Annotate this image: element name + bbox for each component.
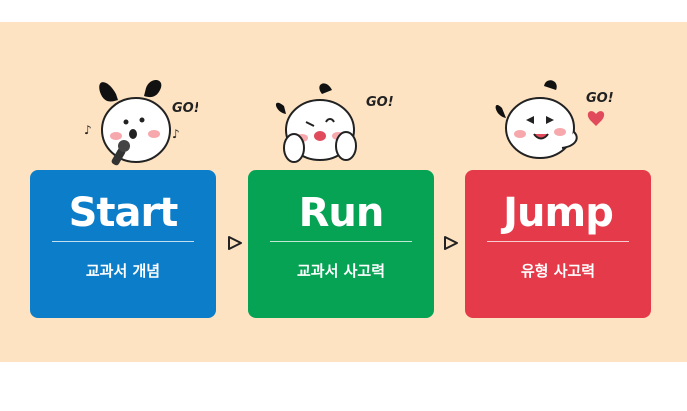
run-subtitle: 교과서 사고력	[296, 262, 386, 280]
go-caption: GO!	[366, 95, 394, 110]
start-subtitle: 교과서 개념	[85, 262, 161, 280]
run-title: Run	[298, 190, 385, 236]
jump-card: Jump 유형 사고력	[465, 170, 651, 318]
go-caption: GO!	[586, 91, 614, 106]
divider	[270, 241, 412, 242]
start-card: Start 교과서 개념	[30, 170, 216, 318]
triangle-right-icon	[444, 236, 458, 250]
puppy-singing-icon: ♪ ♪ GO!	[84, 79, 198, 166]
divider	[487, 241, 629, 242]
run-card: Run 교과서 사고력	[248, 170, 434, 318]
jump-title: Jump	[503, 190, 614, 236]
triangle-right-icon	[228, 236, 242, 250]
puppy-cheering-icon: GO!	[275, 83, 394, 163]
svg-text:♪: ♪	[172, 127, 180, 141]
puppy-winking-icon: GO!	[495, 80, 614, 159]
go-caption: GO!	[172, 101, 198, 116]
start-title: Start	[68, 190, 179, 236]
divider	[52, 241, 194, 242]
jump-subtitle: 유형 사고력	[520, 262, 596, 280]
svg-text:♪: ♪	[84, 123, 92, 137]
